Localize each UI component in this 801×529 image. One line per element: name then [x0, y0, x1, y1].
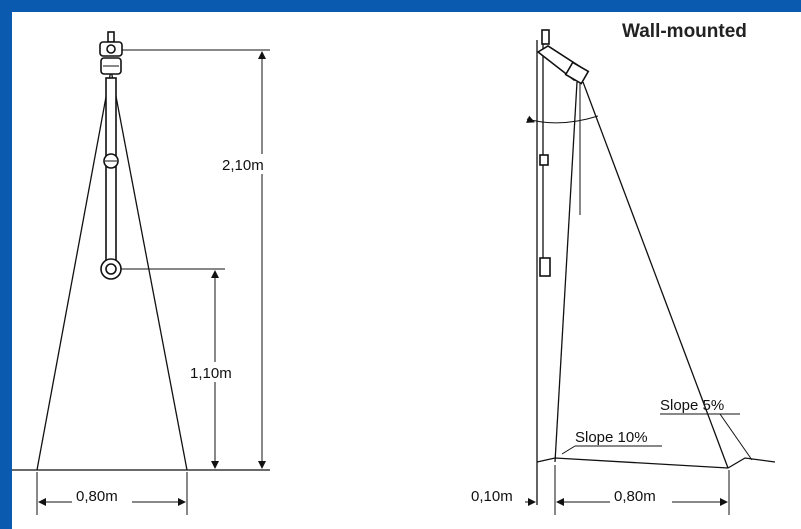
slope-upper-leader [719, 413, 753, 461]
slope-lower-leader [561, 445, 576, 455]
left-spray-line-right [110, 69, 188, 471]
left-spray-line-left [36, 69, 112, 471]
wall-spray-line-right [582, 81, 729, 469]
spray-angle-arc [526, 115, 599, 124]
wall-spray-line-left [554, 81, 578, 463]
label-height-lower: 1,10m [190, 365, 232, 382]
diagram-title: Wall-mounted [622, 21, 747, 42]
right-diagram: Slope 10% Slope 5% 0,10m 0,80m Wall-moun… [471, 21, 776, 515]
left-diagram: 2,10m 1,10m 0,80m [12, 31, 288, 515]
sloped-floor [536, 457, 776, 469]
shower-pole [105, 77, 117, 274]
label-width-left: 0,80m [76, 488, 118, 505]
label-height-total: 2,10m [222, 157, 264, 174]
label-width-right: 0,80m [614, 488, 656, 505]
wall-middle-fitting [539, 154, 549, 166]
wall-lower-fitting [539, 257, 551, 277]
label-slope-lower: Slope 10% [575, 429, 648, 446]
diagram-canvas [12, 12, 801, 529]
shower-head [99, 31, 123, 75]
wall-shower-head [536, 29, 590, 85]
label-offset: 0,10m [471, 488, 513, 505]
label-slope-upper: Slope 5% [660, 397, 724, 414]
